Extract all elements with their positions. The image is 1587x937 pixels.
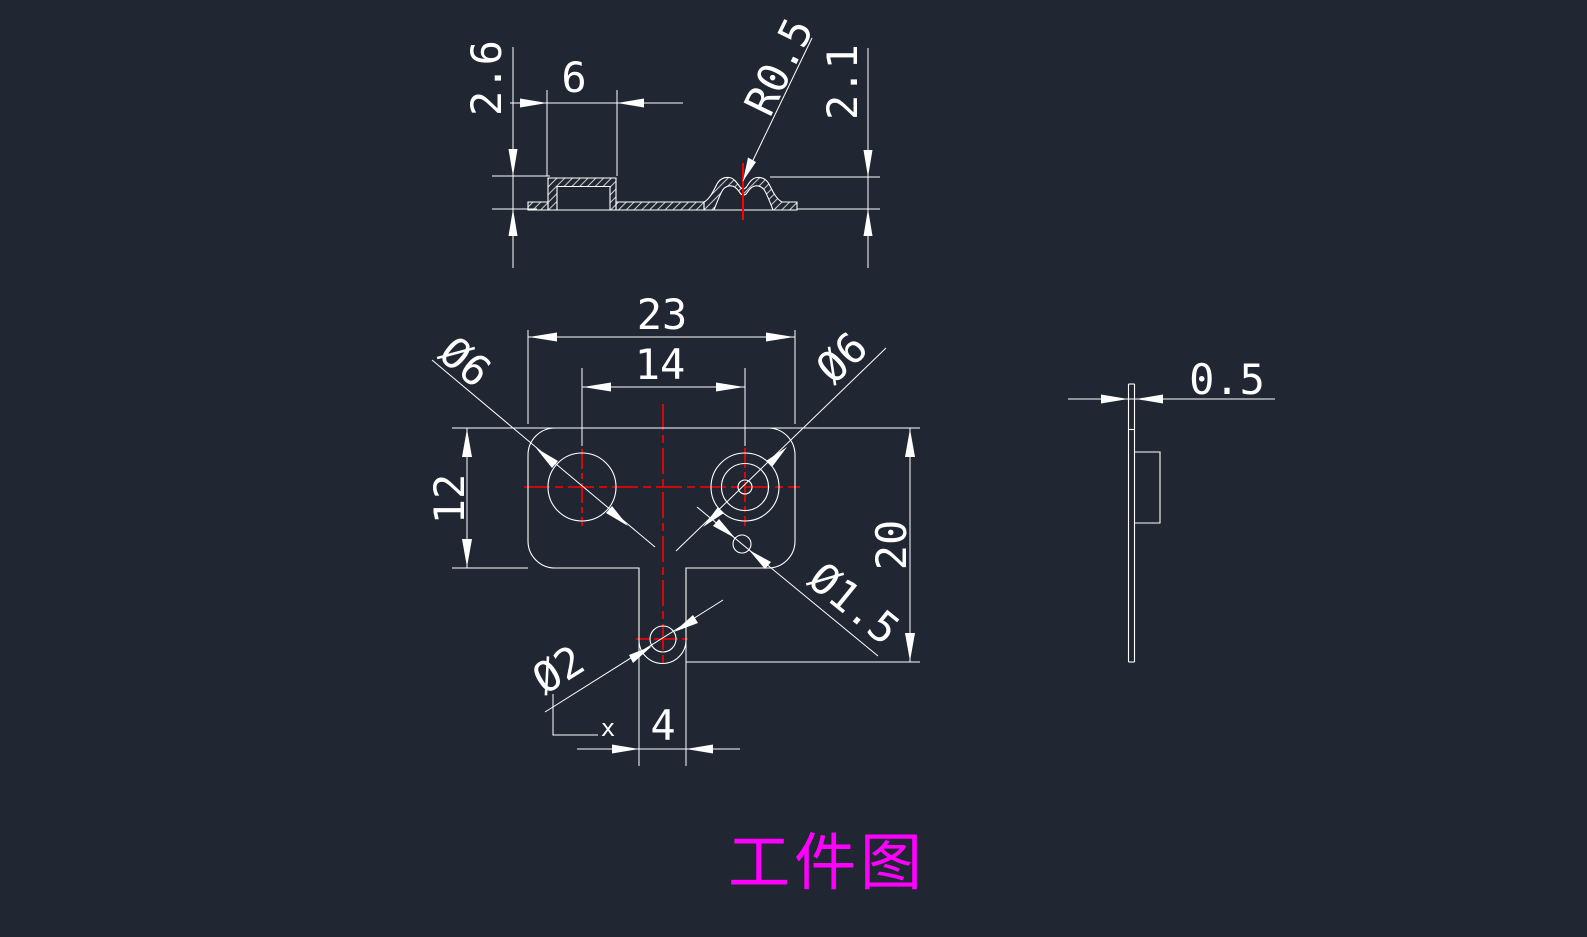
arrowhead (508, 209, 518, 236)
tab-hole[interactable] (649, 625, 677, 653)
side-view[interactable]: 0.5 (1068, 355, 1275, 663)
dim-thickness[interactable]: 0.5 (1068, 355, 1275, 404)
dim-text-2-6[interactable]: 2.6 (462, 40, 511, 116)
dim-plate-height[interactable]: 12 (425, 428, 528, 569)
arrowhead (713, 519, 735, 538)
right-dome-outer[interactable] (710, 452, 780, 522)
arrowhead (863, 150, 873, 177)
dim-text-12[interactable]: 12 (425, 474, 474, 525)
dim-text-4[interactable]: 4 (650, 701, 675, 750)
point-marker-x: x (601, 714, 615, 742)
arrowhead (529, 332, 557, 342)
dim-dome-height[interactable]: 2.1 (770, 44, 880, 268)
arrowhead (462, 429, 472, 457)
arrowhead (462, 539, 472, 567)
arrowhead (1136, 394, 1163, 404)
arrowhead (686, 744, 713, 754)
arrowhead (674, 615, 698, 632)
dim-tab-width[interactable]: 4 (577, 642, 740, 766)
arrowhead (606, 506, 628, 526)
dim-text-0-5[interactable]: 0.5 (1189, 355, 1265, 404)
right-dome-mid (720, 462, 770, 512)
section-view[interactable]: 2.6 6 2.1 R0.5 (462, 10, 880, 268)
arrowhead (743, 157, 756, 181)
arrowhead (508, 149, 518, 176)
arrowhead (520, 98, 547, 108)
arrowhead (716, 382, 744, 392)
arrowhead (749, 550, 771, 569)
dim-boss-width[interactable]: 6 (510, 53, 683, 176)
right-dome-dimple (737, 479, 753, 495)
plate-outline[interactable] (527, 427, 796, 664)
arrowhead (583, 382, 611, 392)
dim-overall-height[interactable]: 20 (452, 427, 920, 663)
arrowhead (766, 332, 794, 342)
pierce-hole[interactable] (732, 534, 752, 554)
arrowhead (703, 507, 724, 527)
arrowhead (629, 646, 652, 663)
section-mid-strip (615, 201, 705, 211)
arrowhead (905, 429, 915, 457)
arrowhead (766, 447, 787, 467)
arrowhead (905, 633, 915, 661)
arrowhead (536, 448, 558, 468)
arrowhead (612, 744, 639, 754)
leader-tail (552, 694, 598, 736)
arrowhead (1101, 394, 1128, 404)
dim-text-14[interactable]: 14 (635, 340, 686, 389)
leader-line (742, 37, 813, 182)
arrowhead (617, 98, 644, 108)
dim-text-20[interactable]: 20 (867, 520, 916, 571)
dim-boss-height[interactable]: 2.6 (462, 40, 550, 268)
dim-text-6[interactable]: 6 (561, 53, 586, 102)
dim-overall-width[interactable]: 23 (527, 290, 796, 424)
left-hole[interactable] (547, 452, 617, 522)
side-boss-profile (1134, 451, 1161, 524)
dim-text-2-1[interactable]: 2.1 (818, 44, 867, 120)
dim-hole-spacing[interactable]: 14 (581, 340, 746, 446)
arrowhead (863, 209, 873, 236)
dim-text-23[interactable]: 23 (637, 290, 688, 339)
drawing-title: 工件图 (728, 826, 926, 899)
